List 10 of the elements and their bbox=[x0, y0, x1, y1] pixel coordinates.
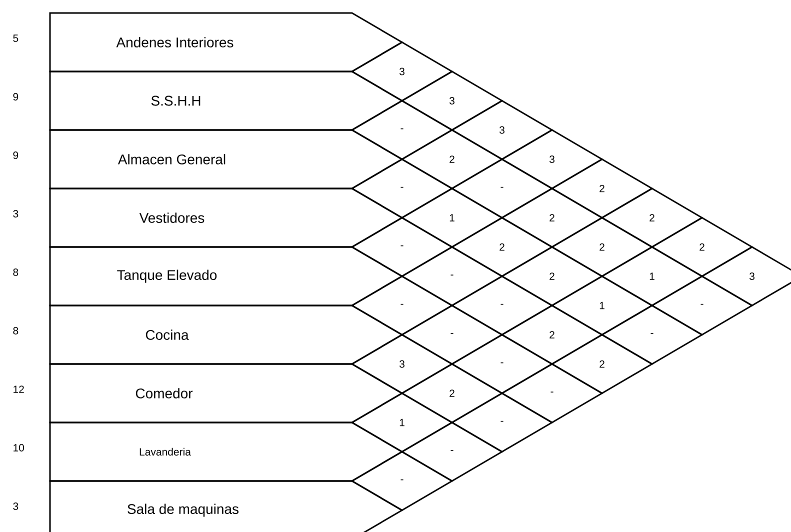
row-number: 8 bbox=[13, 327, 18, 334]
row-number: 3 bbox=[13, 502, 18, 510]
row-number: 3 bbox=[13, 210, 18, 218]
row-number: 9 bbox=[13, 93, 18, 100]
row-number: 5 bbox=[13, 34, 18, 42]
row-number: 10 bbox=[14, 444, 24, 452]
row-number: 12 bbox=[14, 386, 24, 393]
row-number: 9 bbox=[13, 152, 18, 159]
row-number: 8 bbox=[13, 268, 18, 276]
row-box: Sala de maquinas bbox=[49, 480, 404, 532]
